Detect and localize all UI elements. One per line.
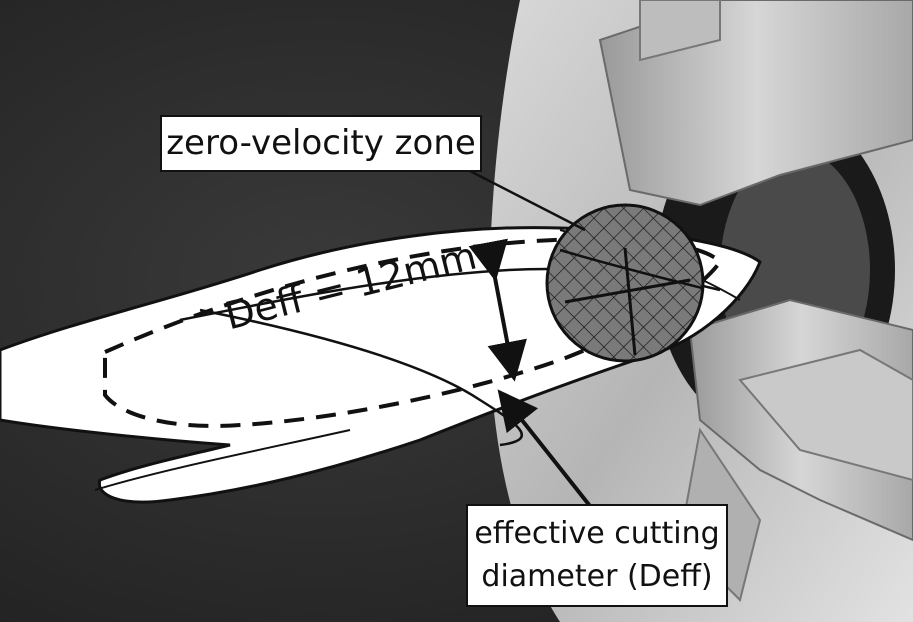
diameter-dimension-arrow (468, 238, 527, 382)
effective-diameter-label-line1: effective cutting (474, 516, 720, 551)
zero-velocity-zone (545, 203, 705, 363)
effective-diameter-label-line2: diameter (Deff) (481, 559, 713, 594)
zero-velocity-zone-callout: zero-velocity zone (160, 115, 482, 172)
zero-velocity-zone-label: zero-velocity zone (166, 123, 476, 163)
zone-leader-line (467, 168, 586, 232)
deff-pointer-arrow (497, 389, 592, 508)
effective-diameter-callout: effective cutting diameter (Deff) (466, 504, 728, 607)
